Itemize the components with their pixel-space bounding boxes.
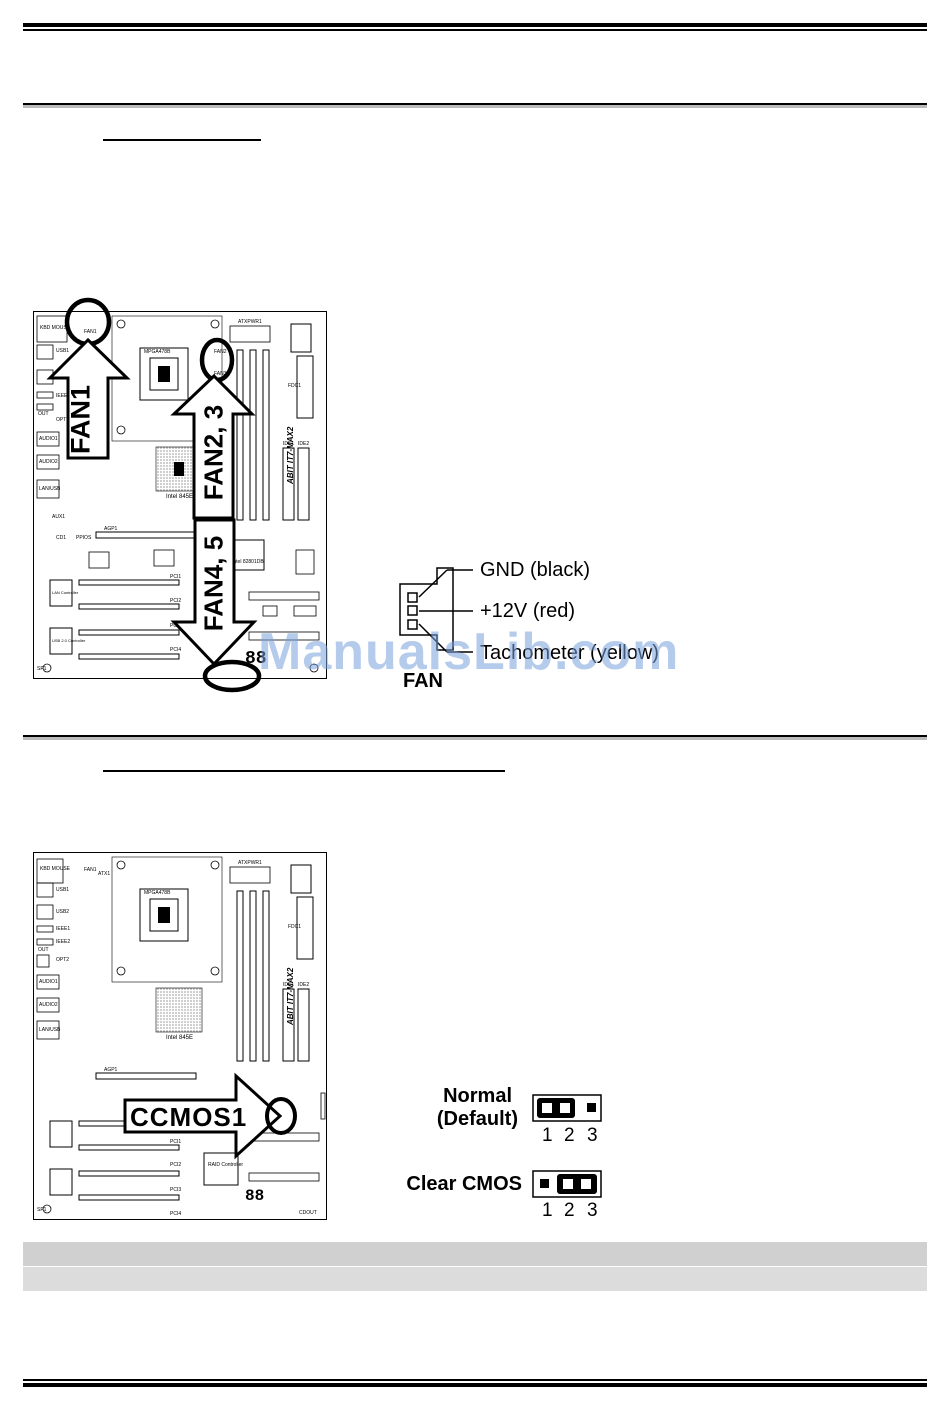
label-ieee1: IEEE1	[56, 393, 71, 399]
jumper-clear-label: Clear CMOS	[406, 1173, 522, 1195]
motherboard-diagram-cmos: KBD MOUSE USB1 USB2 IEEE1 IEEE2 OUT OPT2…	[33, 852, 327, 1220]
jumper-normal-diagram	[532, 1094, 602, 1122]
label-usb20-controller: USB 2.0 Controller	[52, 638, 86, 643]
label-pci3-2: PCI3	[170, 1187, 182, 1193]
label-pci3: PCI3	[170, 623, 182, 629]
label-sp1: SP1	[37, 666, 47, 672]
label-audio2-2: AUDIO2	[39, 1002, 58, 1008]
top-rule	[23, 23, 927, 27]
note-bar-1	[23, 1242, 927, 1266]
bottom-rule	[23, 1383, 927, 1387]
label-ppios: PPIOS	[76, 535, 92, 541]
fan-pin-12v: +12V (red)	[480, 600, 576, 622]
label-pci2: PCI2	[170, 598, 182, 604]
normal-pin-2: 2	[564, 1125, 575, 1146]
label-out: OUT	[38, 411, 49, 417]
label-usb1-2: USB1	[56, 887, 70, 893]
label-out-2: OUT	[38, 947, 49, 953]
clear-pin-3: 3	[587, 1200, 598, 1221]
label-audio2: AUDIO2	[39, 459, 58, 465]
fan-connector-diagram	[399, 567, 473, 653]
section-heading-underline-fan	[103, 139, 261, 141]
note-bar-2	[23, 1267, 927, 1291]
fan-pin-tach: Tachometer (yellow)	[480, 642, 659, 664]
label-lan-usb-2: LAN/USB	[39, 1027, 61, 1033]
fan-callouts	[46, 297, 262, 693]
label-cdout-2: CDOUT	[299, 1210, 317, 1216]
label-pci1-2: PCI1	[170, 1139, 182, 1145]
clear-pin-2: 2	[564, 1200, 575, 1221]
label-atxpwr1: ATXPWR1	[238, 319, 262, 325]
watermark: ManualsLib.com	[258, 623, 680, 681]
label-socket-2: MPGA478B	[144, 890, 171, 896]
clear-pin-1: 1	[542, 1200, 553, 1221]
label-opt2-2: OPT2	[56, 957, 70, 963]
label-pci4-2: PCI4	[170, 1211, 182, 1217]
label-usb1: USB1	[56, 348, 70, 354]
top-rule-thin	[23, 29, 927, 31]
label-fan3-small: FAN3	[214, 371, 227, 377]
motherboard-diagram-fan: KBD MOUSE USB1 IEEE1 OUT OPT1 AUDIO1 AUD…	[33, 311, 327, 679]
label-fdc1: FDC1	[288, 383, 302, 389]
label-agp: AGP1	[104, 526, 118, 532]
label-chipset-2: Intel 845E	[166, 1035, 194, 1041]
label-usb2-2: USB2	[56, 909, 70, 915]
fan-connector-title: FAN	[403, 670, 443, 692]
fan-pin-gnd: GND (black)	[480, 559, 591, 581]
label-ide2: IDE2	[298, 441, 310, 447]
motherboard-layout-cmos	[36, 856, 326, 1214]
label-agp-2: AGP1	[104, 1067, 118, 1073]
label-kbd-mouse: KBD MOUSE	[40, 325, 71, 331]
jumper-clear-diagram	[532, 1170, 602, 1198]
label-fan2-small: FAN2	[214, 349, 227, 355]
bottom-rule-thin	[23, 1379, 927, 1381]
label-socket: MPGA478B	[144, 349, 171, 355]
jumper-normal-label: Normal	[443, 1085, 512, 1107]
label-audio1: AUDIO1	[39, 436, 58, 442]
normal-pin-1: 1	[542, 1125, 553, 1146]
section-divider-fan	[23, 103, 927, 108]
label-pci4: PCI4	[170, 647, 182, 653]
label-fan1-2: FAN1	[84, 867, 97, 873]
label-fdc1-2: FDC1	[288, 924, 302, 930]
label-pci1: PCI1	[170, 574, 182, 580]
label-ieee2-2: IEEE2	[56, 939, 71, 945]
label-opt1: OPT1	[56, 417, 70, 423]
label-ich: Intel 82801DB	[232, 559, 264, 565]
label-ide2-2: IDE2	[298, 982, 310, 988]
label-pci2-2: PCI2	[170, 1162, 182, 1168]
label-lan-usb: LAN/USB	[39, 486, 61, 492]
label-sp1-2: SP1	[37, 1207, 47, 1213]
label-chipset: Intel 845E	[166, 494, 194, 500]
digit-display-cmos: 88	[245, 1187, 265, 1205]
label-raid-2: RAID Controller	[208, 1162, 244, 1168]
callout-ccmos1: CCMOS1	[130, 1102, 248, 1132]
label-ieee1-2: IEEE1	[56, 926, 71, 932]
label-lan-controller: LAN Controller	[52, 590, 79, 595]
label-fan1-small: FAN1	[84, 329, 97, 335]
section-divider-cmos	[23, 735, 927, 740]
section-heading-underline-cmos	[103, 770, 505, 772]
label-cd1: CD1	[56, 535, 67, 541]
jumper-default-label: (Default)	[436, 1108, 518, 1130]
label-aux1: AUX1	[52, 514, 66, 520]
label-atx1-2: ATX1	[98, 871, 111, 877]
normal-pin-3: 3	[587, 1125, 598, 1146]
label-audio1-2: AUDIO1	[39, 979, 58, 985]
label-kbd-mouse-2: KBD MOUSE	[40, 866, 71, 872]
label-atxpwr1-2: ATXPWR1	[238, 860, 262, 866]
label-ide1: IDE1	[283, 441, 295, 447]
label-ide1-2: IDE1	[283, 982, 295, 988]
